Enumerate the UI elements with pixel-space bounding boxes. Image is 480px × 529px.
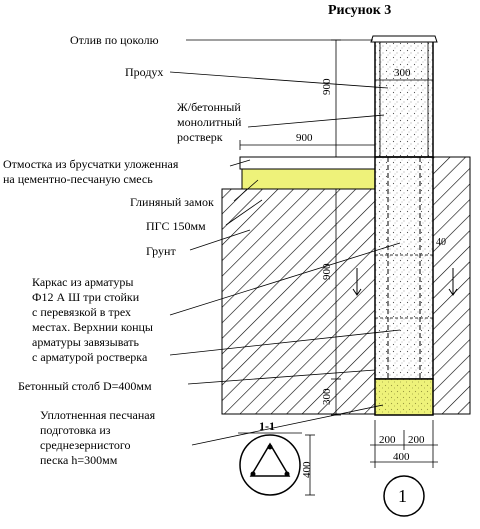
leader-lines (169, 39, 401, 446)
label-drip-cap: Отлив по цоколю (70, 33, 159, 47)
dim-900-vertical (331, 39, 341, 158)
label-gravel: ПГС 150мм (146, 219, 206, 233)
grillage-wall (374, 37, 434, 158)
dim-bottom (370, 420, 438, 468)
dim-300-top (374, 75, 434, 85)
label-pile: Бетонный столб D=400мм (18, 379, 152, 393)
dim-200a-text: 200 (379, 434, 396, 446)
dim-300-low-text: 300 (321, 388, 333, 406)
label-paving-2: на цементно-песчаную смесь (3, 172, 153, 186)
label-rebar-2: Ф12 А Ш три стойки (32, 290, 140, 304)
dim-400v-text: 400 (301, 461, 313, 479)
label-rebar-1: Каркас из арматуры (32, 275, 134, 289)
label-rebar-5: арматуры завязывать (32, 335, 139, 349)
section-1-1 (238, 432, 315, 496)
sand-cushion (374, 378, 434, 416)
label-rebar-6: с арматурой ростверка (32, 350, 148, 364)
label-sand-3: среднезернистого (40, 438, 131, 452)
ground-arrows (352, 268, 458, 296)
dim-900-horizontal (239, 140, 376, 150)
label-grillage-1: Ж/бетонный (177, 100, 241, 114)
drip-cap (370, 35, 438, 43)
label-vent: Продух (125, 65, 164, 79)
label-grillage-3: ростверк (177, 130, 223, 144)
paving-layer (239, 156, 376, 170)
label-soil: Грунт (146, 244, 176, 258)
soil-left (221, 188, 376, 415)
label-paving-1: Отмостка из брусчатки уложенная (3, 157, 179, 171)
label-clay: Глиняный замок (130, 195, 214, 209)
dim-200b-text: 200 (408, 434, 425, 446)
label-sand-1: Уплотненная песчаная (40, 408, 156, 422)
dim-300-top-text: 300 (394, 67, 411, 79)
label-sand-2: подготовка из (40, 423, 111, 437)
dim-400h-text: 400 (393, 451, 410, 463)
dim-900-v-text: 900 (321, 78, 333, 96)
label-sand-4: песка h=300мм (40, 453, 118, 467)
label-rebar-3: с перевязкой в трех (32, 305, 132, 319)
section-label: 1-1 (259, 419, 275, 433)
soil-right (432, 156, 471, 415)
concrete-pile (374, 156, 434, 380)
detail-marker-text: 1 (398, 486, 407, 506)
figure-title: Рисунок 3 (328, 3, 392, 18)
dim-900-mid-text: 900 (321, 263, 333, 281)
label-grillage-2: монолитный (177, 115, 242, 129)
dim-40-text: 40 (436, 237, 446, 248)
label-rebar-4: местах. Верхнии концы (32, 320, 153, 334)
clay-lock (241, 168, 376, 190)
detail-marker (383, 475, 425, 517)
dim-900-h-text: 900 (296, 132, 313, 144)
